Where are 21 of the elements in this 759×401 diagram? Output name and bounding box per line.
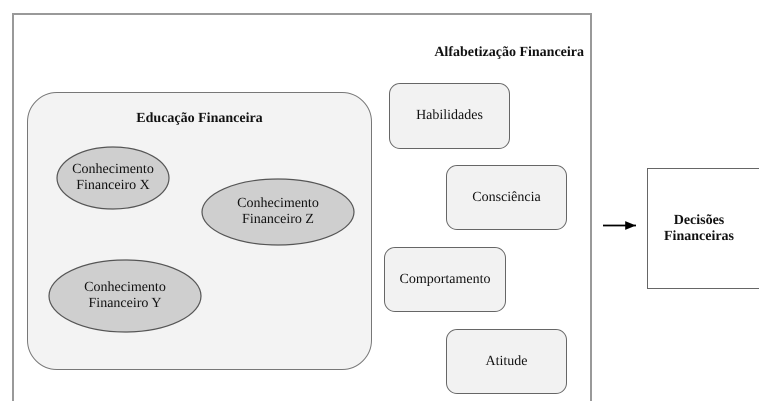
node-label: Comportamento: [398, 272, 492, 288]
ellipse-node: [56, 146, 170, 210]
node-label: Conhecimento Financeiro Y: [83, 280, 167, 312]
heading: Alfabetização Financeira: [434, 45, 584, 61]
frame-box: [12, 13, 592, 401]
group-box: [27, 92, 372, 370]
ellipse-node: [201, 178, 355, 246]
node-label: Consciência: [471, 190, 542, 206]
process-box: [647, 168, 759, 289]
node-label: Conhecimento Financeiro X: [71, 162, 155, 194]
rounded-box: [446, 329, 567, 394]
node-label: Decisões Financeiras: [663, 212, 735, 244]
rounded-box: [389, 83, 510, 149]
rounded-box: [384, 247, 506, 312]
arrow: [603, 221, 636, 230]
rounded-box: [446, 165, 567, 230]
ellipse-node: [48, 259, 202, 333]
heading: Educação Financeira: [135, 111, 264, 127]
node-label: Conhecimento Financeiro Z: [236, 196, 320, 228]
node-label: Atitude: [484, 354, 528, 370]
node-label: Habilidades: [415, 108, 484, 124]
